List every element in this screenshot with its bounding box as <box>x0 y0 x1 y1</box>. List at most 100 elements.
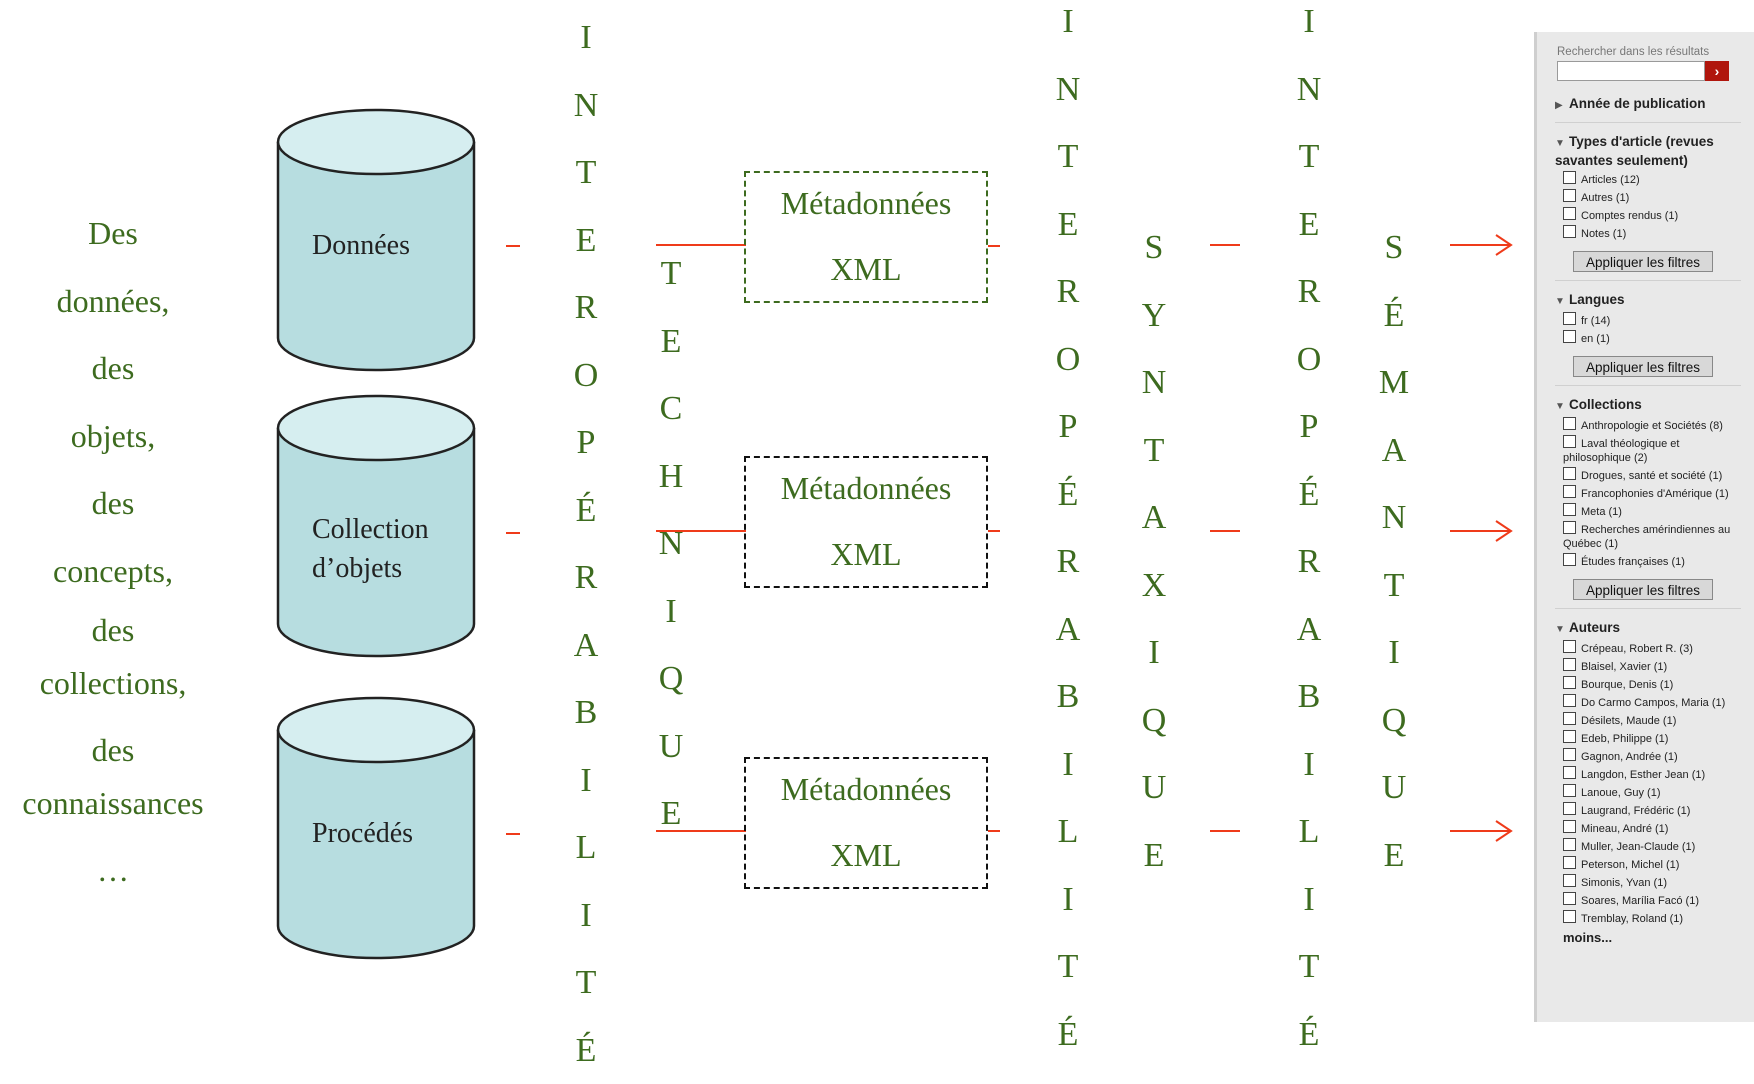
checkbox[interactable] <box>1563 766 1576 779</box>
filter-option[interactable]: Simonis, Yvan (1) <box>1555 876 1741 890</box>
filter-option[interactable]: Autres (1) <box>1555 191 1741 205</box>
section-languages[interactable]: ▼Langues <box>1555 291 1741 310</box>
filter-option[interactable]: Gagnon, Andrée (1) <box>1555 750 1741 764</box>
filter-option[interactable]: Notes (1) <box>1555 227 1741 241</box>
column-letter: I <box>566 882 606 950</box>
column-letter: R <box>1048 258 1088 326</box>
checkbox[interactable] <box>1563 225 1576 238</box>
filter-option[interactable]: Articles (12) <box>1555 173 1741 187</box>
filter-option[interactable]: fr (14) <box>1555 314 1741 328</box>
filter-option[interactable]: Langdon, Esther Jean (1) <box>1555 768 1741 782</box>
column-letter: U <box>1134 754 1174 822</box>
filter-option-label: Lanoue, Guy (1) <box>1581 787 1661 799</box>
filter-option[interactable]: Mineau, André (1) <box>1555 822 1741 836</box>
filter-option[interactable]: Études françaises (1) <box>1555 555 1741 569</box>
apply-filters-button[interactable]: Appliquer les filtres <box>1573 579 1713 600</box>
search-input[interactable] <box>1557 61 1705 81</box>
checkbox[interactable] <box>1563 910 1576 923</box>
left-text-line: des <box>0 470 226 538</box>
filter-option[interactable]: Drogues, santé et société (1) <box>1555 469 1741 483</box>
column-letter: R <box>566 544 606 612</box>
checkbox[interactable] <box>1563 802 1576 815</box>
section-types[interactable]: ▼Types d'article (revues savantes seulem… <box>1555 133 1741 169</box>
filter-option[interactable]: Crépeau, Robert R. (3) <box>1555 642 1741 656</box>
chevron-down-icon: ▼ <box>1555 621 1569 638</box>
filter-panel: Rechercher dans les résultats › ▶Année d… <box>1534 32 1754 1022</box>
filter-option[interactable]: Peterson, Michel (1) <box>1555 858 1741 872</box>
section-authors[interactable]: ▼Auteurs <box>1555 619 1741 638</box>
checkbox[interactable] <box>1563 553 1576 566</box>
left-text-line: des <box>0 335 226 403</box>
checkbox[interactable] <box>1563 856 1576 869</box>
checkbox[interactable] <box>1563 784 1576 797</box>
section-year[interactable]: ▶Année de publication <box>1555 95 1741 114</box>
search-button[interactable]: › <box>1705 61 1729 81</box>
filter-option-label: Gagnon, Andrée (1) <box>1581 751 1678 763</box>
show-less-link[interactable]: moins... <box>1555 930 1741 945</box>
column-letter: É <box>566 477 606 545</box>
checkbox[interactable] <box>1563 467 1576 480</box>
checkbox[interactable] <box>1563 730 1576 743</box>
column-letter: X <box>1134 552 1174 620</box>
checkbox[interactable] <box>1563 892 1576 905</box>
connector-line <box>988 245 1000 247</box>
checkbox[interactable] <box>1563 748 1576 761</box>
cylinder-donnees: Données <box>276 108 476 372</box>
filter-option-label: Autres (1) <box>1581 192 1629 204</box>
column-letter: C <box>651 375 691 443</box>
checkbox[interactable] <box>1563 712 1576 725</box>
column-letter: T <box>566 139 606 207</box>
filter-option[interactable]: Soares, Marília Facó (1) <box>1555 894 1741 908</box>
filter-option[interactable]: Désilets, Maude (1) <box>1555 714 1741 728</box>
checkbox[interactable] <box>1563 838 1576 851</box>
checkbox[interactable] <box>1563 640 1576 653</box>
cylinder-label: Données <box>312 226 410 265</box>
filter-option[interactable]: Laugrand, Frédéric (1) <box>1555 804 1741 818</box>
column-letter: É <box>1289 1001 1329 1069</box>
cylinder-label: Collection d’objets <box>312 510 462 588</box>
filter-option[interactable]: Edeb, Philippe (1) <box>1555 732 1741 746</box>
column-letter: H <box>651 443 691 511</box>
checkbox[interactable] <box>1563 658 1576 671</box>
checkbox[interactable] <box>1563 207 1576 220</box>
checkbox[interactable] <box>1563 189 1576 202</box>
filter-option-label: Peterson, Michel (1) <box>1581 859 1679 871</box>
checkbox[interactable] <box>1563 417 1576 430</box>
filter-option[interactable]: Francophonies d'Amérique (1) <box>1555 487 1741 501</box>
apply-filters-button[interactable]: Appliquer les filtres <box>1573 356 1713 377</box>
filter-option[interactable]: Muller, Jean-Claude (1) <box>1555 840 1741 854</box>
checkbox[interactable] <box>1563 171 1576 184</box>
checkbox[interactable] <box>1563 694 1576 707</box>
filter-option[interactable]: Blaisel, Xavier (1) <box>1555 660 1741 674</box>
filter-option[interactable]: Meta (1) <box>1555 505 1741 519</box>
filter-option[interactable]: Bourque, Denis (1) <box>1555 678 1741 692</box>
checkbox[interactable] <box>1563 312 1576 325</box>
column-letter: N <box>1134 349 1174 417</box>
filter-option-label: en (1) <box>1581 333 1610 345</box>
column-letter: I <box>1289 731 1329 799</box>
filter-option[interactable]: Recherches amérindiennes au Québec (1) <box>1555 523 1741 551</box>
apply-filters-button[interactable]: Appliquer les filtres <box>1573 251 1713 272</box>
filter-option[interactable]: Anthropologie et Sociétés (8) <box>1555 419 1741 433</box>
section-collections[interactable]: ▼Collections <box>1555 396 1741 415</box>
checkbox[interactable] <box>1563 503 1576 516</box>
filter-option[interactable]: Lanoue, Guy (1) <box>1555 786 1741 800</box>
filter-option[interactable]: Laval théologique et philosophique (2) <box>1555 437 1741 465</box>
metadata-label: Métadonnées <box>746 185 986 222</box>
filter-option[interactable]: Comptes rendus (1) <box>1555 209 1741 223</box>
filter-option[interactable]: en (1) <box>1555 332 1741 346</box>
checkbox[interactable] <box>1563 485 1576 498</box>
checkbox[interactable] <box>1563 521 1576 534</box>
cylinder-label: Procédés <box>312 814 413 853</box>
column-letter: O <box>1289 326 1329 394</box>
filter-option[interactable]: Do Carmo Campos, Maria (1) <box>1555 696 1741 710</box>
section-collections-label: Collections <box>1569 397 1642 412</box>
checkbox[interactable] <box>1563 330 1576 343</box>
filter-option[interactable]: Tremblay, Roland (1) <box>1555 912 1741 926</box>
column-letter: I <box>1374 619 1414 687</box>
checkbox[interactable] <box>1563 874 1576 887</box>
checkbox[interactable] <box>1563 435 1576 448</box>
checkbox[interactable] <box>1563 676 1576 689</box>
arrow-right-icon <box>1450 818 1514 844</box>
checkbox[interactable] <box>1563 820 1576 833</box>
